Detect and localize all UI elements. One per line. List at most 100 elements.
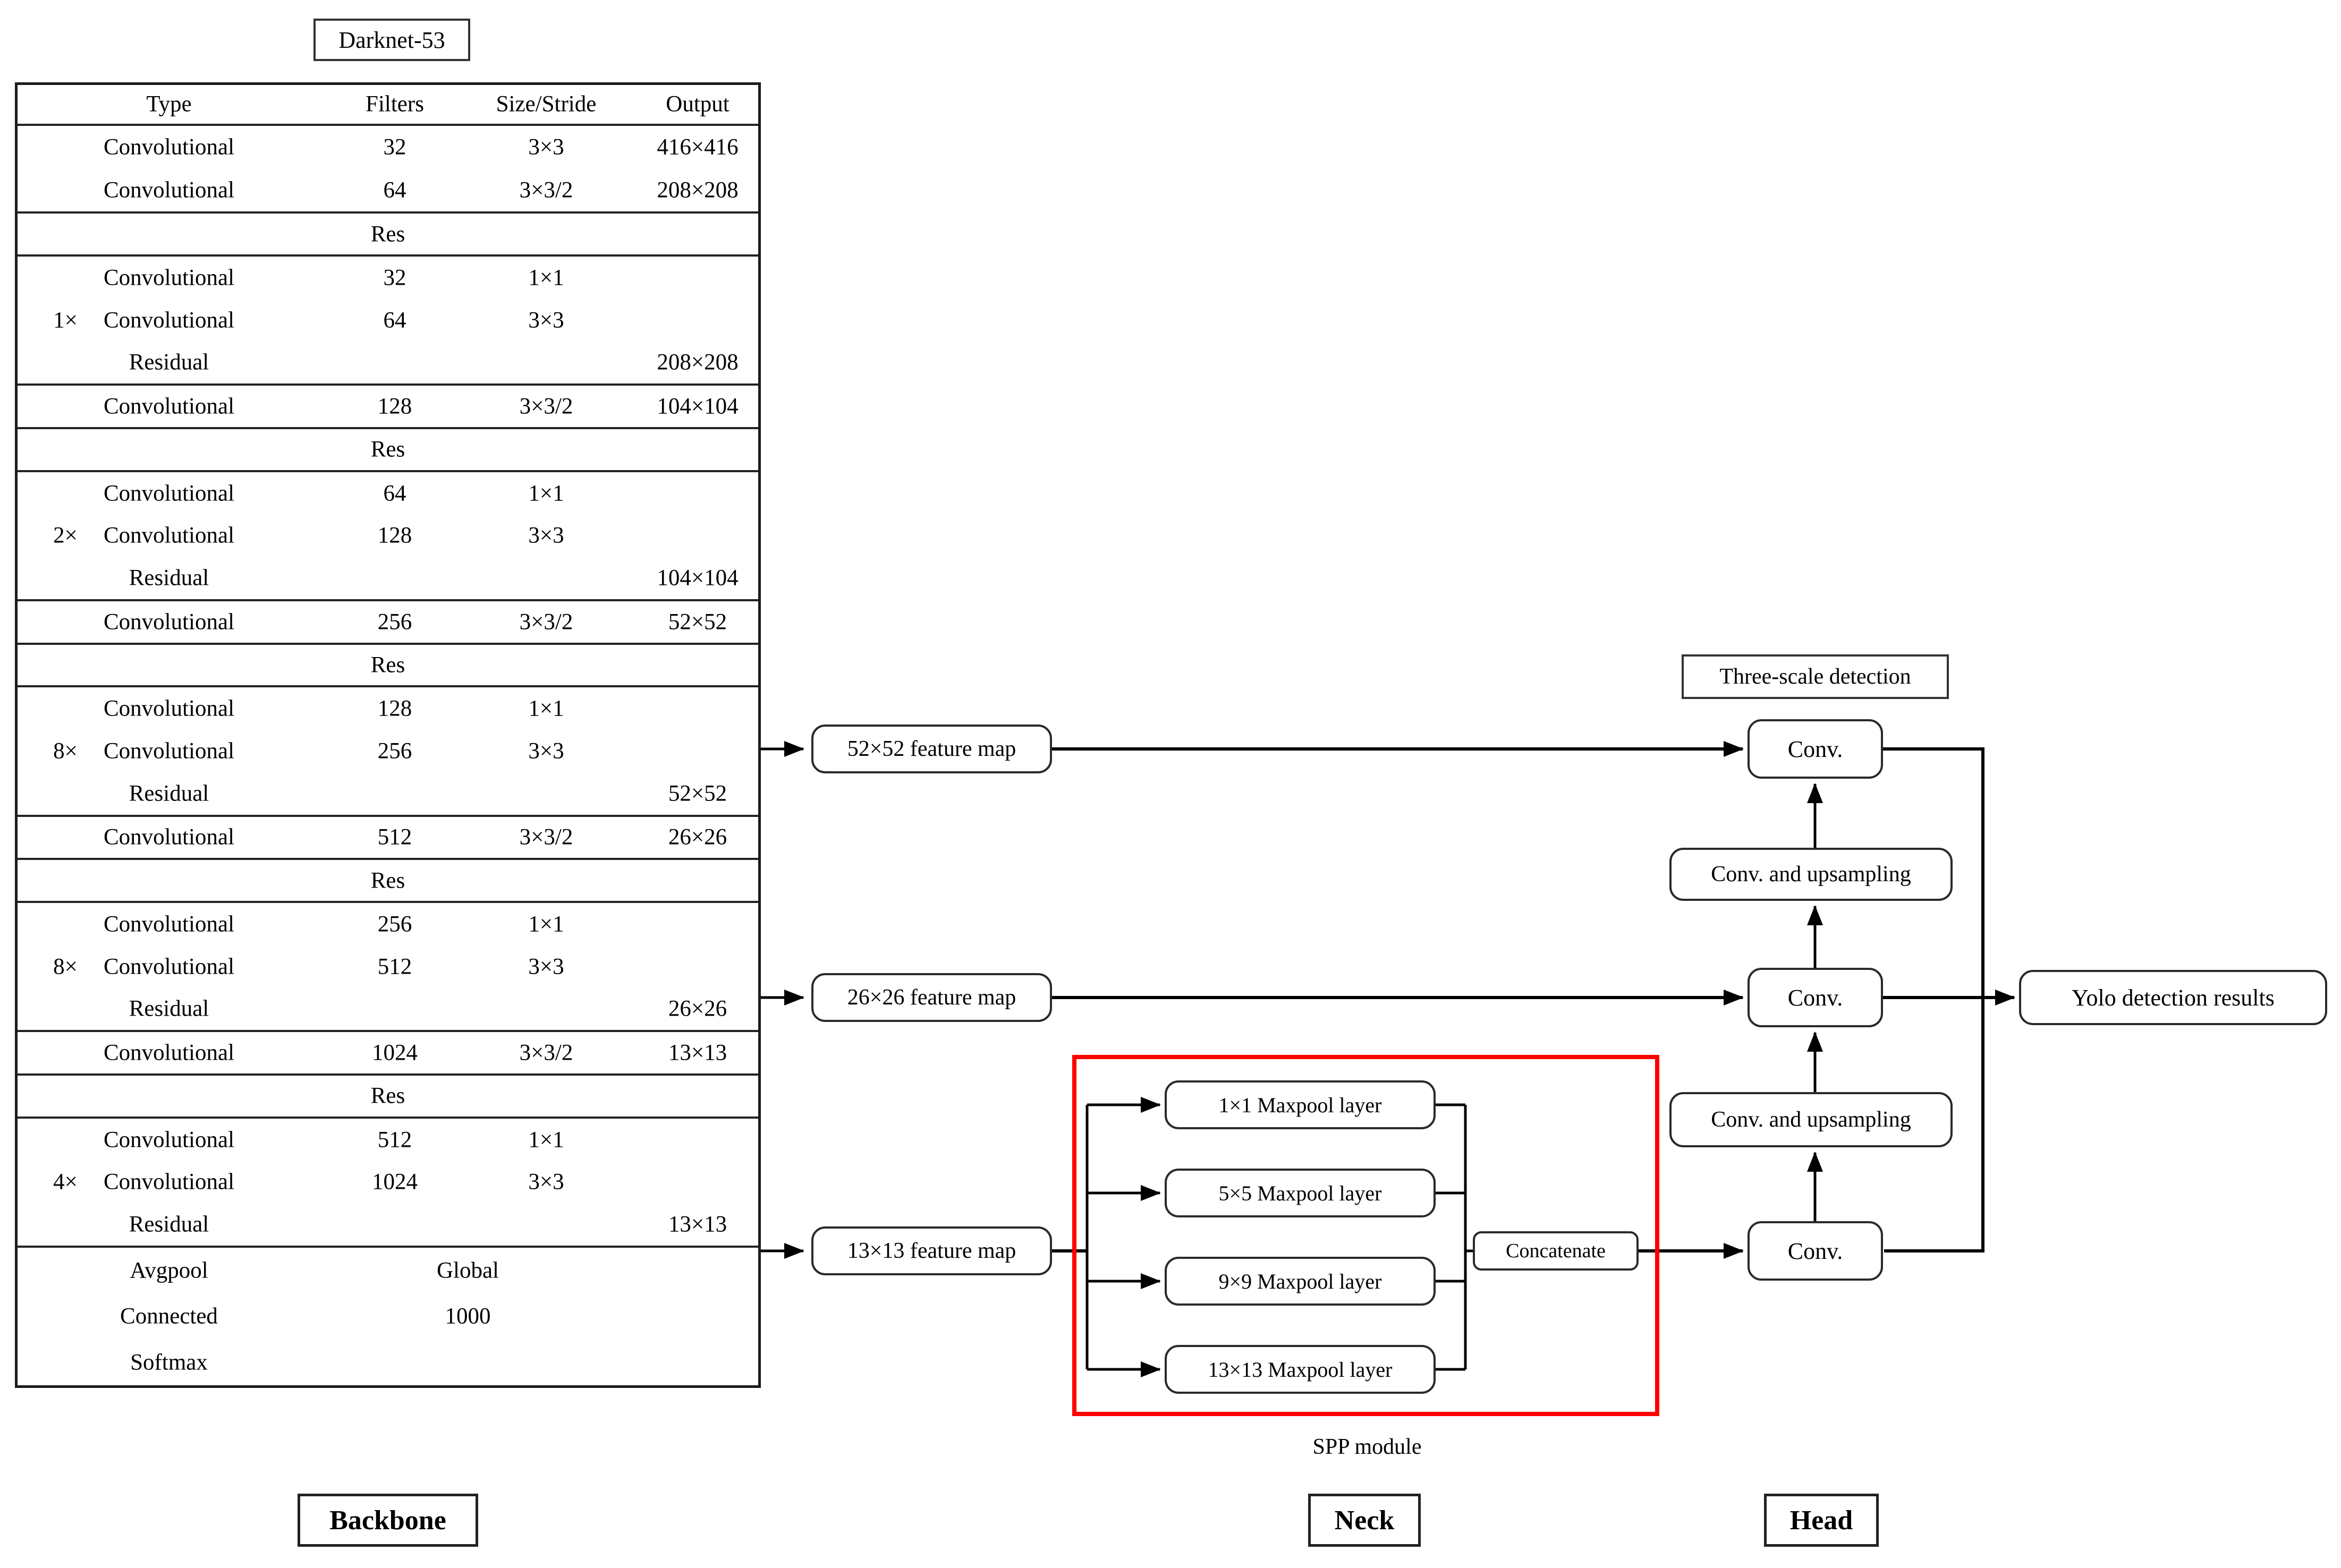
table-cell: 416×416 [657, 134, 739, 160]
feature-map-52-node: 52×52 feature map [811, 725, 1052, 773]
table-cell: 13×13 [668, 1040, 727, 1066]
table-cell: Connected [120, 1303, 218, 1329]
table-band-single: Convolutional 1024 3×3/2 13×13 [18, 1030, 758, 1073]
repeat-marker: 8× [53, 954, 78, 979]
conv-middle-node: Conv. [1748, 968, 1883, 1027]
maxpool-9x9-node: 9×9 Maxpool layer [1165, 1257, 1436, 1306]
table-band-res: Res [18, 858, 758, 901]
column-header: Output [666, 91, 730, 117]
table-cell: 104×104 [657, 565, 739, 591]
table-cell: Residual [129, 996, 209, 1021]
table-cell: 208×208 [657, 177, 739, 203]
table-cell: Convolutional [103, 1040, 235, 1066]
table-cell: Convolutional [103, 394, 235, 419]
table-cell: Convolutional [103, 1169, 235, 1195]
table-cell: Convolutional [103, 177, 235, 203]
conv-top-label: Conv. [1787, 736, 1843, 762]
res-band-label: Res [370, 868, 405, 893]
table-row: Residual 26×26 [18, 987, 758, 1030]
column-header: Size/Stride [496, 91, 597, 117]
table-cell: 128 [377, 394, 412, 419]
table-row: Convolutional 1024 3×3/2 13×13 [18, 1032, 758, 1073]
conv-upsampling-1-label: Conv. and upsampling [1711, 862, 1911, 887]
table-row: Residual 104×104 [18, 557, 758, 599]
spp-module-border [1072, 1055, 1659, 1416]
table-cell: Residual [129, 565, 209, 591]
wires-group [761, 741, 2015, 1377]
table-cell: 128 [377, 696, 412, 721]
table-cell: 3×3/2 [519, 609, 573, 635]
conv-middle-label: Conv. [1787, 984, 1843, 1011]
darknet53-title-box: Darknet-53 [313, 19, 470, 61]
three-scale-detection-label: Three-scale detection [1719, 664, 1911, 689]
table-cell: 3×3/2 [519, 1040, 573, 1066]
table-cell: Convolutional [103, 1127, 235, 1153]
table-cell: 3×3/2 [519, 394, 573, 419]
yolo-results-node: Yolo detection results [2019, 970, 2327, 1025]
conv-bottom-node: Conv. [1748, 1221, 1883, 1281]
table-cell: 3×3 [528, 523, 564, 548]
repeat-marker: 2× [53, 523, 78, 548]
column-header: Filters [366, 91, 424, 117]
table-cell: 3×3 [528, 1169, 564, 1195]
table-cell: 3×3 [528, 954, 564, 979]
table-cell: 3×3/2 [519, 177, 573, 203]
neck-section-label: Neck [1308, 1494, 1421, 1547]
feature-map-13-label: 13×13 feature map [847, 1239, 1016, 1263]
maxpool-5x5-node: 5×5 Maxpool layer [1165, 1169, 1436, 1217]
table-cell: 128 [377, 523, 412, 548]
table-cell: 256 [377, 609, 412, 635]
table-band-res: Res [18, 211, 758, 254]
table-cell: 1024 [372, 1040, 418, 1066]
table-cell: 1×1 [528, 911, 564, 937]
table-cell: Residual [129, 1212, 209, 1237]
table-cell: 13×13 [668, 1212, 727, 1237]
res-band-label: Res [370, 437, 405, 462]
feature-map-26-node: 26×26 feature map [811, 973, 1052, 1022]
table-cell: 1024 [372, 1169, 418, 1195]
table-cell: 32 [383, 265, 406, 291]
res-band-label: Res [370, 652, 405, 678]
backbone-text: Backbone [329, 1505, 446, 1536]
table-band-res: Res [18, 642, 758, 686]
table-row: Softmax [18, 1340, 758, 1385]
three-scale-detection-box: Three-scale detection [1682, 654, 1949, 699]
table-cell: Residual [129, 781, 209, 806]
concatenate-node: Concatenate [1473, 1231, 1639, 1271]
table-cell: 1×1 [528, 696, 564, 721]
table-band-res: Res [18, 427, 758, 470]
table-cell: Convolutional [103, 824, 235, 850]
conv-top-node: Conv. [1748, 719, 1883, 779]
table-cell: 512 [377, 824, 412, 850]
table-cell: 256 [377, 911, 412, 937]
table-cell: 26×26 [668, 824, 727, 850]
concatenate-label: Concatenate [1506, 1240, 1606, 1262]
table-row: Residual 13×13 [18, 1203, 758, 1246]
column-header: Type [146, 91, 192, 117]
table-cell: 64 [383, 308, 406, 333]
conv-bottom-label: Conv. [1787, 1238, 1843, 1264]
yolo-results-label: Yolo detection results [2072, 984, 2275, 1011]
table-cell: Convolutional [103, 911, 235, 937]
table-cell: 26×26 [668, 996, 727, 1021]
res-band-label: Res [370, 1083, 405, 1109]
table-cell: 32 [383, 134, 406, 160]
table-cell: 208×208 [657, 350, 739, 375]
conv-upsampling-2-node: Conv. and upsampling [1669, 1092, 1953, 1147]
table-cell: Softmax [130, 1350, 208, 1375]
maxpool-1x1-node: 1×1 Maxpool layer [1165, 1080, 1436, 1129]
table-cell: 512 [377, 954, 412, 979]
